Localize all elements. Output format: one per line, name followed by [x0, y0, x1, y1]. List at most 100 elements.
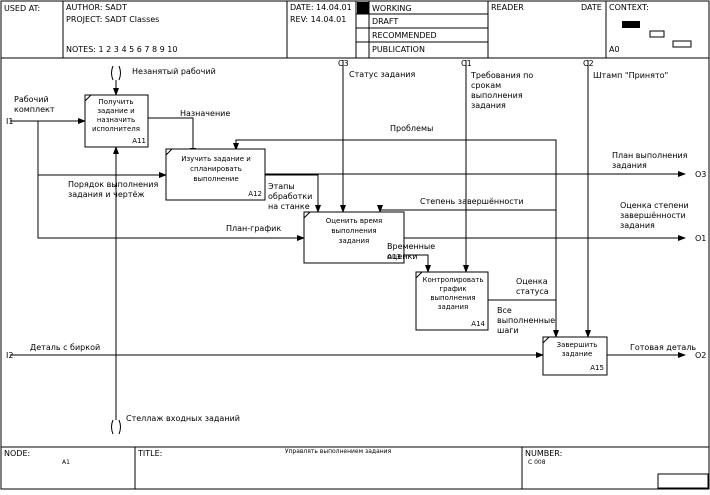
box-a14-line: Контролировать	[422, 276, 483, 284]
arrow-plan-schedule	[37, 121, 305, 241]
context-thumbnail	[622, 21, 692, 48]
label-degree: Степень завершённости	[420, 197, 524, 206]
box-a13-line: задания	[339, 237, 369, 245]
box-a14-line: задания	[438, 303, 468, 311]
code-i1: I1	[6, 117, 13, 126]
arrow-time-estimates	[404, 254, 431, 273]
label-all-done: выполненные	[497, 316, 555, 325]
box-a15-id: A15	[590, 364, 604, 372]
node-label: NODE:	[4, 449, 30, 458]
label-i1: комплект	[14, 105, 55, 114]
reader-date-field: DATE	[581, 3, 602, 12]
label-c1: выполнения	[471, 91, 523, 100]
code-c3: C3	[338, 59, 349, 68]
label-estimate-degree: завершённости	[620, 211, 686, 220]
box-a12: Изучить задание и спланировать выполнени…	[165, 148, 266, 201]
box-a13-line: Оценить время	[326, 217, 383, 225]
box-a14-line: выполнения	[430, 294, 475, 302]
title-label: TITLE:	[137, 449, 162, 458]
label-free-worker: Незанятый рабочий	[132, 67, 216, 76]
code-o1: O1	[695, 234, 706, 243]
label-c2: Штамп "Принято"	[593, 71, 668, 80]
status-recommended: RECOMMENDED	[372, 31, 437, 40]
label-assignment: Назначение	[180, 109, 230, 118]
label-stages: обработки	[268, 192, 312, 201]
status-working: WORKING	[372, 4, 412, 13]
date-field: DATE: 14.04.01	[290, 3, 352, 12]
arrows	[10, 60, 686, 420]
box-a12-line: Изучить задание и	[181, 155, 251, 163]
arrow-degree	[377, 205, 556, 213]
label-estimate-degree: Оценка степени	[620, 201, 689, 210]
label-c3: Статус задания	[349, 70, 416, 79]
rev-field: REV: 14.04.01	[290, 15, 346, 24]
code-i2: I2	[6, 351, 13, 360]
used-at-label: USED AT:	[4, 4, 40, 13]
label-stages: на станке	[268, 202, 310, 211]
box-a11: Получить задание и назначить исполнителя…	[84, 94, 149, 148]
author-field: AUTHOR: SADT	[66, 3, 127, 12]
box-a15: Завершить задание A15	[542, 336, 608, 376]
label-rack: Стеллаж входных заданий	[126, 414, 240, 423]
arrow-assignment	[148, 117, 196, 156]
label-plan: План выполнения	[612, 151, 688, 160]
number-label: NUMBER:	[525, 449, 562, 458]
context-label: CONTEXT:	[609, 3, 649, 12]
context-node: A0	[609, 45, 620, 54]
node-value: A1	[62, 459, 70, 466]
label-estimate-degree: задания	[620, 221, 655, 230]
label-time-est: Временные	[387, 242, 435, 251]
tunnel-marks	[111, 65, 121, 435]
box-a14: Контролировать график выполнения задания…	[415, 271, 489, 331]
label-c1: срокам	[471, 81, 501, 90]
label-status-est: статуса	[516, 287, 549, 296]
box-a12-line: спланировать	[190, 165, 242, 173]
status-draft: DRAFT	[372, 17, 398, 26]
code-c1: C1	[461, 59, 472, 68]
box-a15-line: задание	[562, 350, 593, 358]
footer-frame	[1, 446, 709, 489]
box-a15-line: Завершить	[557, 341, 598, 349]
status-publication: PUBLICATION	[372, 45, 425, 54]
box-a11-line: Получить	[98, 98, 133, 106]
title-value: Управлять выполнением задания	[285, 448, 392, 455]
code-c2: C2	[583, 59, 594, 68]
project-field: PROJECT: SADT Classes	[66, 15, 159, 24]
code-o3: O3	[695, 170, 706, 179]
arrow-stages	[265, 174, 321, 213]
box-a11-line: исполнителя	[92, 125, 140, 133]
label-i2: Деталь с биркой	[30, 343, 100, 352]
reader-field: READER	[491, 3, 524, 12]
label-all-done: Все	[497, 306, 512, 315]
box-a14-line: график	[439, 285, 466, 293]
notes-field: NOTES: 1 2 3 4 5 6 7 8 9 10	[66, 45, 177, 54]
label-time-est: оценки	[387, 252, 418, 261]
box-a11-line: задание и	[97, 107, 134, 115]
label-i1: Рабочий	[14, 95, 49, 104]
arrow-status-estimate	[488, 299, 559, 338]
box-a13-line: выполнения	[331, 227, 376, 235]
label-c1: Требования по	[470, 71, 533, 80]
box-a13-id: A13	[387, 253, 401, 261]
label-all-done: шаги	[497, 326, 519, 335]
box-a11-id: A11	[132, 137, 146, 145]
label-stages: Этапы	[268, 182, 295, 191]
working-status-marker	[357, 2, 369, 14]
label-order: Порядок выполнения	[68, 180, 158, 189]
arrow-problems	[233, 139, 557, 340]
code-o2: O2	[695, 351, 706, 360]
label-problems: Проблемы	[390, 124, 433, 133]
label-plan: задания	[612, 161, 647, 170]
box-a13: Оценить время выполнения задания A13	[303, 211, 405, 264]
box-a12-id: A12	[248, 190, 262, 198]
label-schedule: План-график	[226, 224, 281, 233]
label-c1: задания	[471, 101, 506, 110]
box-a11-line: назначить	[97, 116, 135, 124]
number-value: С 008	[528, 459, 546, 466]
label-finished: Готовая деталь	[630, 343, 696, 352]
label-order: задания и чертёж	[68, 190, 145, 199]
box-a12-line: выполнение	[193, 175, 238, 183]
